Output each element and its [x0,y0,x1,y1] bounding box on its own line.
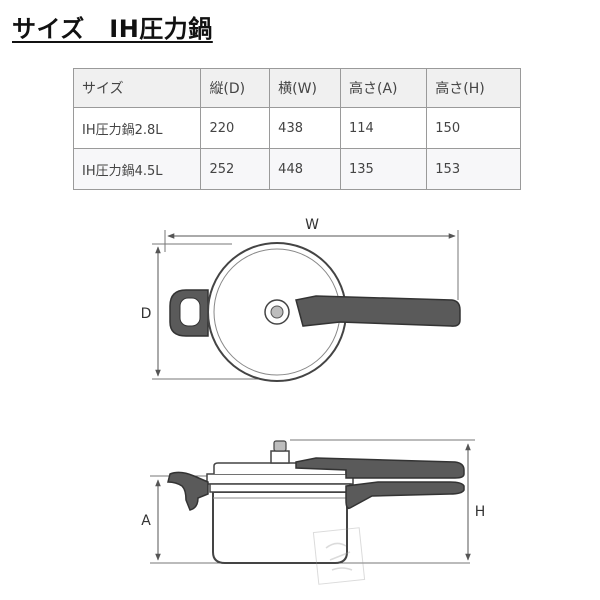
long-handle-top [295,457,465,479]
header-height-h: 高さ(H) [426,68,521,108]
side-handle-profile [167,471,209,511]
label-h: H [475,504,486,520]
cell-height-a: 114 [339,107,428,149]
cell-height-h: 150 [426,107,521,149]
lid-seal [209,483,351,493]
top-view: W D [141,217,461,382]
label-a: A [141,513,151,529]
cell-depth: 220 [200,107,271,149]
page-title: サイズ IH圧力鍋 [12,15,213,43]
lid-top [206,473,354,485]
header-width: 横(W) [269,68,341,108]
label-w: W [305,217,319,233]
cell-height-h: 153 [426,148,521,190]
header-depth: 縦(D) [200,68,271,108]
table-row: IH圧力鍋4.5L 252 448 135 153 [72,148,521,190]
cell-depth: 252 [200,148,271,190]
table-header-row: サイズ 縦(D) 横(W) 高さ(A) 高さ(H) [72,68,521,108]
cell-height-a: 135 [339,148,428,190]
side-handle-hole [179,297,201,327]
header-size: サイズ [72,68,202,108]
valve-center [270,305,284,319]
long-handle-bottom [345,481,465,510]
cell-model: IH圧力鍋2.8L [72,107,202,149]
long-handle [295,295,461,327]
size-table: サイズ 縦(D) 横(W) 高さ(A) 高さ(H) IH圧力鍋2.8L 220 … [72,68,521,190]
cell-model: IH圧力鍋4.5L [72,148,202,190]
label-d: D [141,306,152,322]
header-height-a: 高さ(A) [339,68,428,108]
pot-body [212,491,348,564]
cell-width: 448 [269,148,341,190]
side-view: A H [141,439,486,564]
valve-cap [273,440,287,452]
watermark-stamp [312,527,366,585]
cell-width: 438 [269,107,341,149]
valve-body [270,450,290,464]
table-row: IH圧力鍋2.8L 220 438 114 150 [72,107,521,149]
